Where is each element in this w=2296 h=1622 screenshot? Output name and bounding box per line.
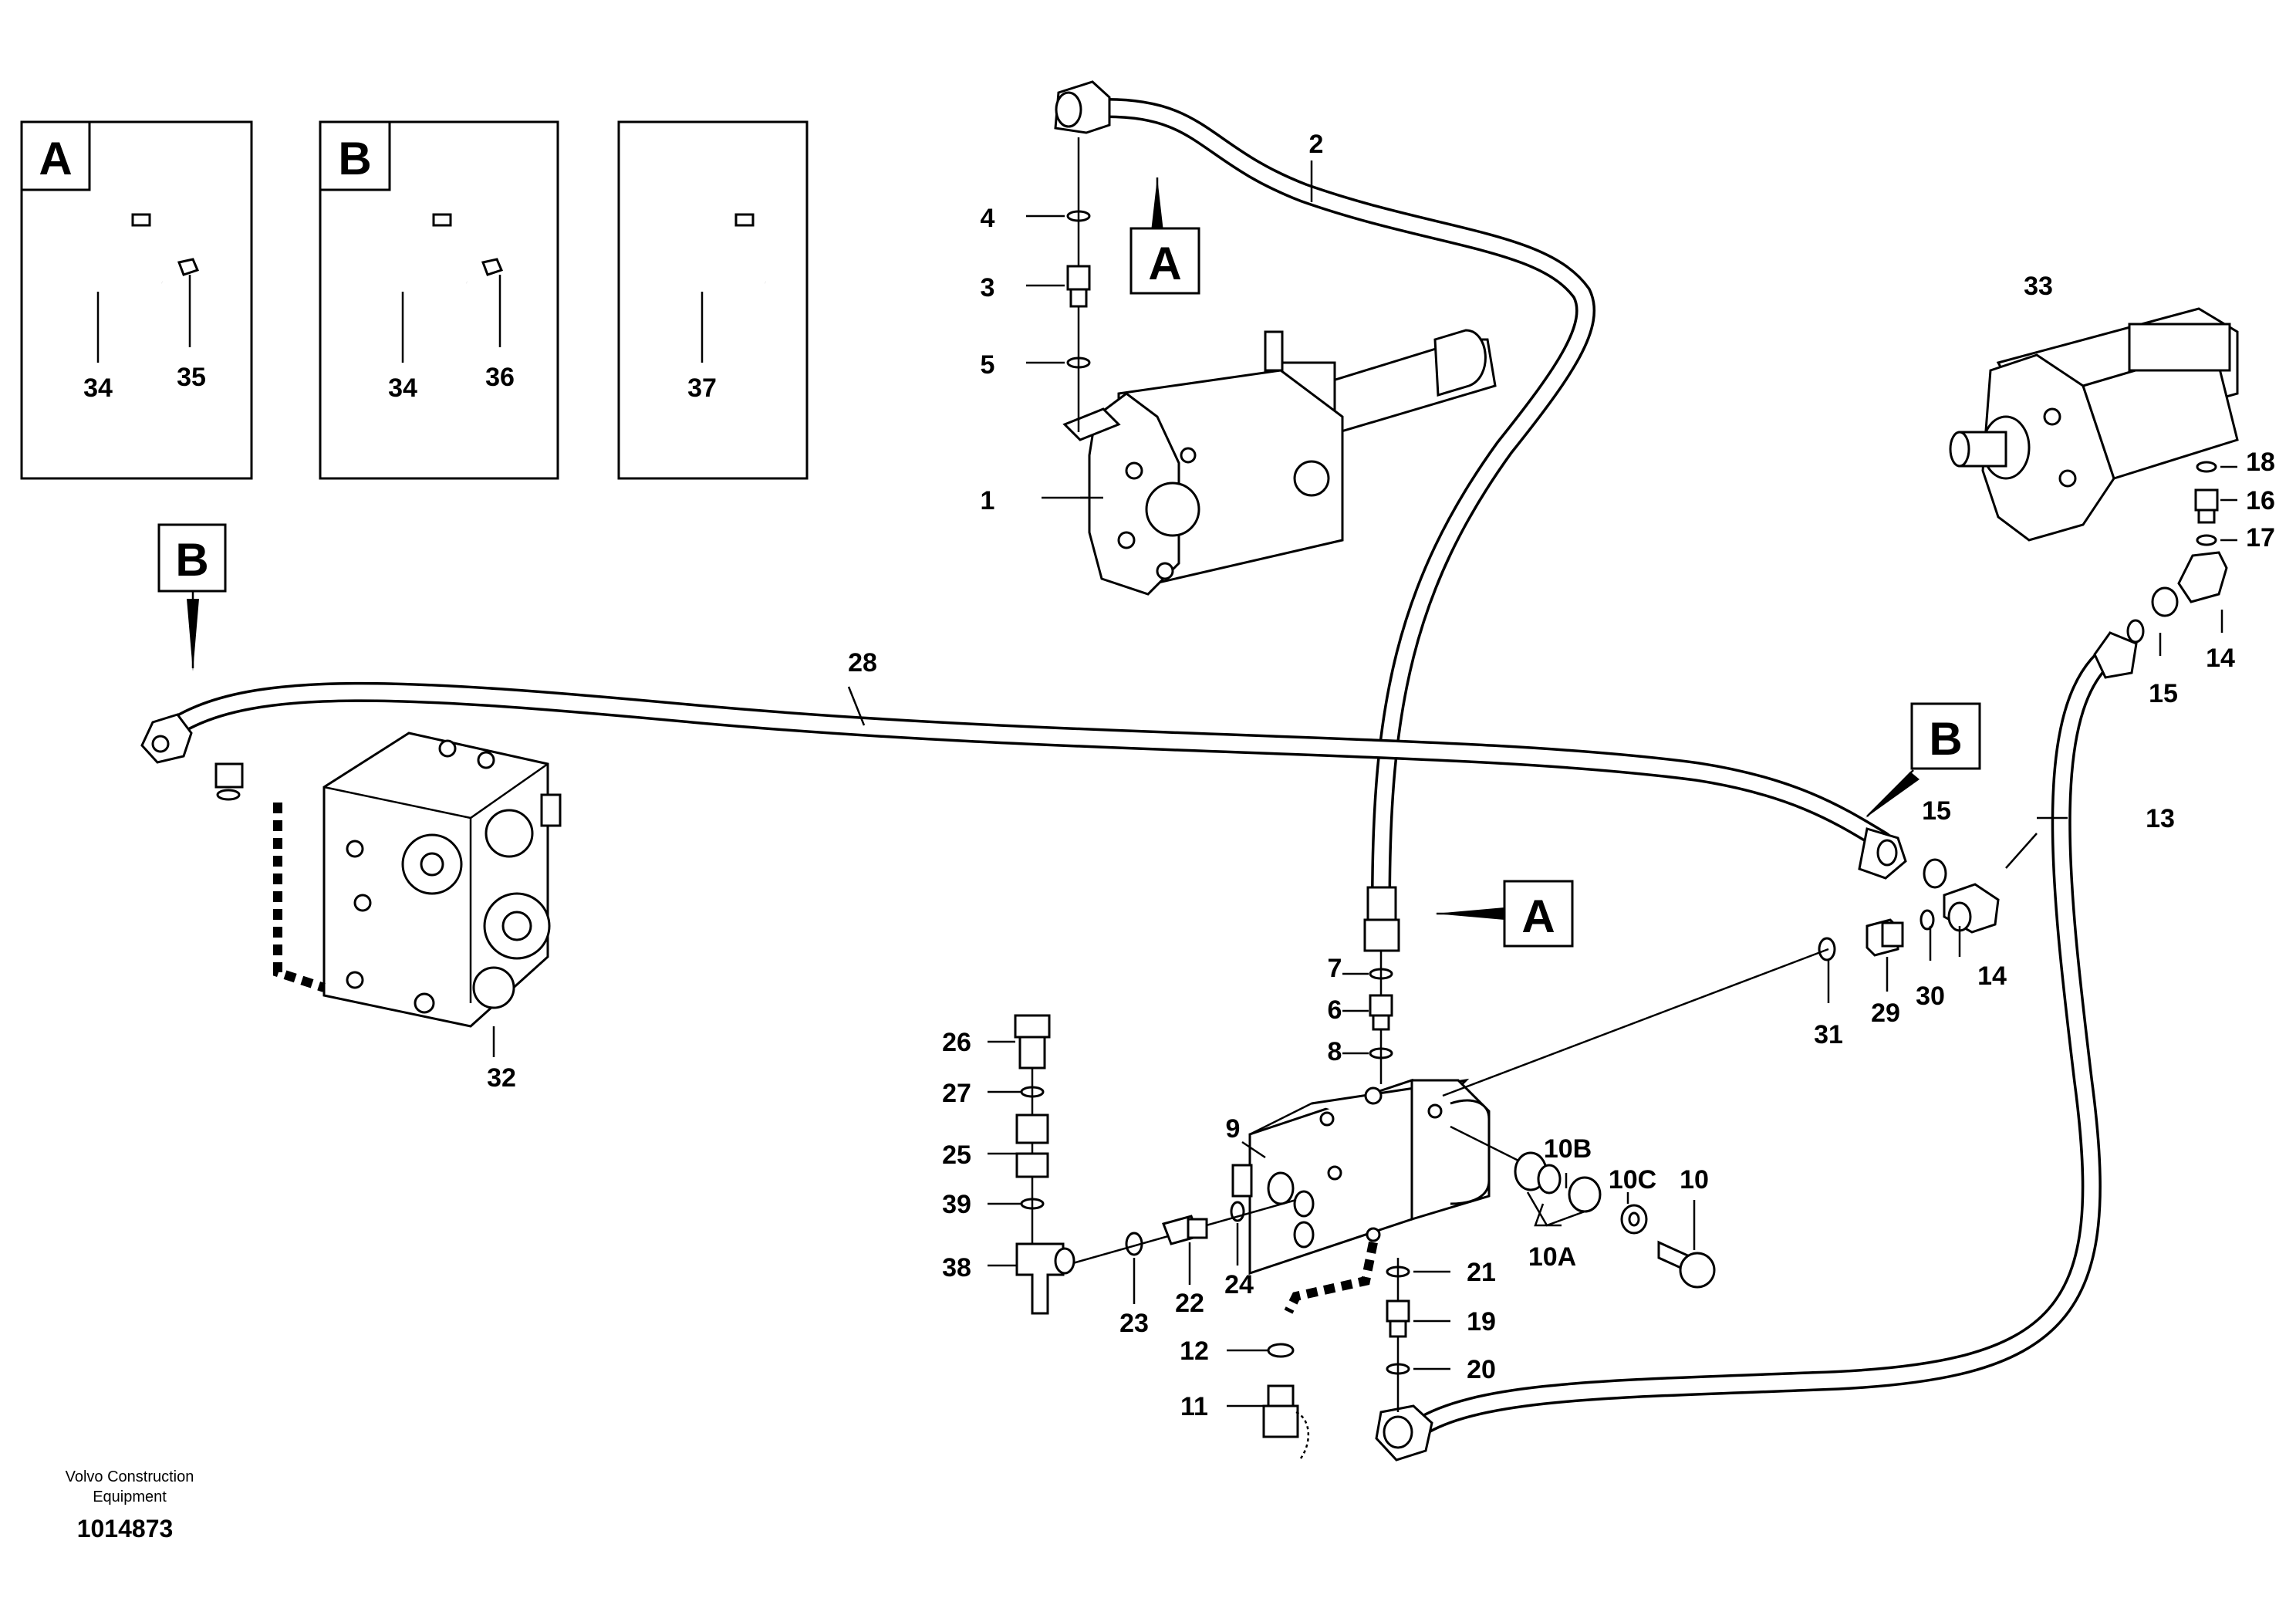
callout-25: 25 — [942, 1140, 971, 1170]
inset-a: A 34 35 — [20, 120, 253, 480]
inset-b-label-36: 36 — [485, 363, 515, 392]
footer: Volvo Construction Equipment 1014873 — [66, 1468, 194, 1543]
marker-a-top: A — [1129, 177, 1200, 295]
callout-31: 31 — [1814, 1020, 1843, 1049]
callout-17: 17 — [2246, 523, 2275, 552]
callout-3: 3 — [981, 273, 995, 302]
fittings-10-group — [1450, 1125, 1716, 1289]
callout-13: 13 — [2146, 804, 2175, 833]
callout-29: 29 — [1871, 999, 1900, 1028]
marker-a-mid: A — [1435, 880, 1574, 948]
callout-5: 5 — [981, 350, 995, 380]
fitting-b-left — [214, 762, 244, 801]
marker-b-right: B — [1866, 702, 1981, 818]
inset-b: B 34 36 — [319, 120, 559, 480]
hose-2 — [1097, 98, 1596, 913]
dashed-leader-32 — [273, 803, 326, 992]
marker-b-left-letter: B — [175, 534, 208, 586]
callout-numbers: 2 4 3 5 1 33 18 16 17 14 15 13 28 15 14 … — [487, 130, 2275, 1421]
callout-32: 32 — [487, 1063, 516, 1093]
callout-10: 10 — [1680, 1165, 1709, 1195]
callout-14-top: 14 — [2206, 644, 2235, 673]
fittings-right — [1442, 858, 2000, 1097]
drawing-number: 1014873 — [77, 1515, 174, 1543]
callout-4: 4 — [981, 204, 995, 233]
inset-a-label-35: 35 — [177, 363, 206, 392]
dashed-leader-11 — [1284, 1241, 1378, 1314]
fittings-left-stack — [1014, 1014, 1297, 1315]
test-point-11-12 — [1262, 1343, 1310, 1459]
fittings-6-7-8 — [1342, 951, 1393, 1084]
callout-14-mid: 14 — [1977, 961, 2007, 991]
inset-a-letter: A — [39, 133, 72, 184]
motor-33 — [1949, 307, 2239, 542]
callout-2: 2 — [1309, 130, 1324, 159]
marker-b-right-letter: B — [1929, 713, 1962, 765]
inset-a-label-34: 34 — [83, 373, 113, 403]
valve-block-32 — [322, 732, 562, 1028]
callout-22: 22 — [1175, 1289, 1204, 1318]
callout-18: 18 — [2246, 448, 2275, 477]
marker-a-mid-letter: A — [1521, 890, 1555, 942]
callout-15-mid: 15 — [1922, 796, 1951, 826]
marker-a-top-letter: A — [1148, 238, 1181, 289]
footer-company-line2: Equipment — [93, 1489, 167, 1505]
callout-19: 19 — [1467, 1307, 1496, 1336]
marker-b-left: B — [157, 523, 227, 671]
callout-23: 23 — [1119, 1309, 1149, 1338]
callout-33: 33 — [2024, 272, 2053, 301]
callout-8: 8 — [1328, 1037, 1342, 1066]
callout-9: 9 — [1226, 1114, 1241, 1144]
callout-28: 28 — [848, 648, 877, 678]
callout-7: 7 — [1328, 954, 1342, 983]
hose-13 — [1410, 638, 2128, 1438]
valve-9 — [1231, 1078, 1491, 1276]
hose-end-fittings — [140, 80, 2138, 1461]
fittings-19-20-21 — [1386, 1258, 1450, 1412]
callout-10a: 10A — [1528, 1242, 1576, 1272]
hose-28 — [167, 681, 1893, 851]
inset-c-label-37: 37 — [687, 373, 717, 403]
callout-11: 11 — [1180, 1392, 1208, 1421]
fittings-16-17-18 — [2126, 461, 2237, 644]
inset-c: 37 — [617, 120, 809, 480]
callout-12: 12 — [1180, 1336, 1209, 1366]
footer-company-line1: Volvo Construction — [66, 1468, 194, 1485]
callout-1: 1 — [981, 486, 995, 515]
callout-38: 38 — [942, 1253, 971, 1282]
callout-39: 39 — [942, 1190, 971, 1219]
callout-10c: 10C — [1609, 1165, 1656, 1195]
leader-lines — [492, 161, 2223, 1407]
callout-15-top: 15 — [2149, 679, 2178, 708]
callout-6: 6 — [1328, 995, 1342, 1025]
pump-1 — [1062, 329, 1497, 596]
callout-16: 16 — [2246, 486, 2275, 515]
callout-24: 24 — [1224, 1270, 1254, 1299]
inset-b-label-34: 34 — [388, 373, 417, 403]
fittings-3-4-5 — [1026, 137, 1091, 432]
callout-20: 20 — [1467, 1355, 1496, 1384]
inset-b-letter: B — [338, 133, 371, 184]
callout-30: 30 — [1916, 982, 1945, 1011]
callout-10b: 10B — [1544, 1134, 1592, 1164]
callout-26: 26 — [942, 1028, 971, 1057]
callout-21: 21 — [1467, 1258, 1496, 1287]
callout-27: 27 — [942, 1079, 971, 1108]
